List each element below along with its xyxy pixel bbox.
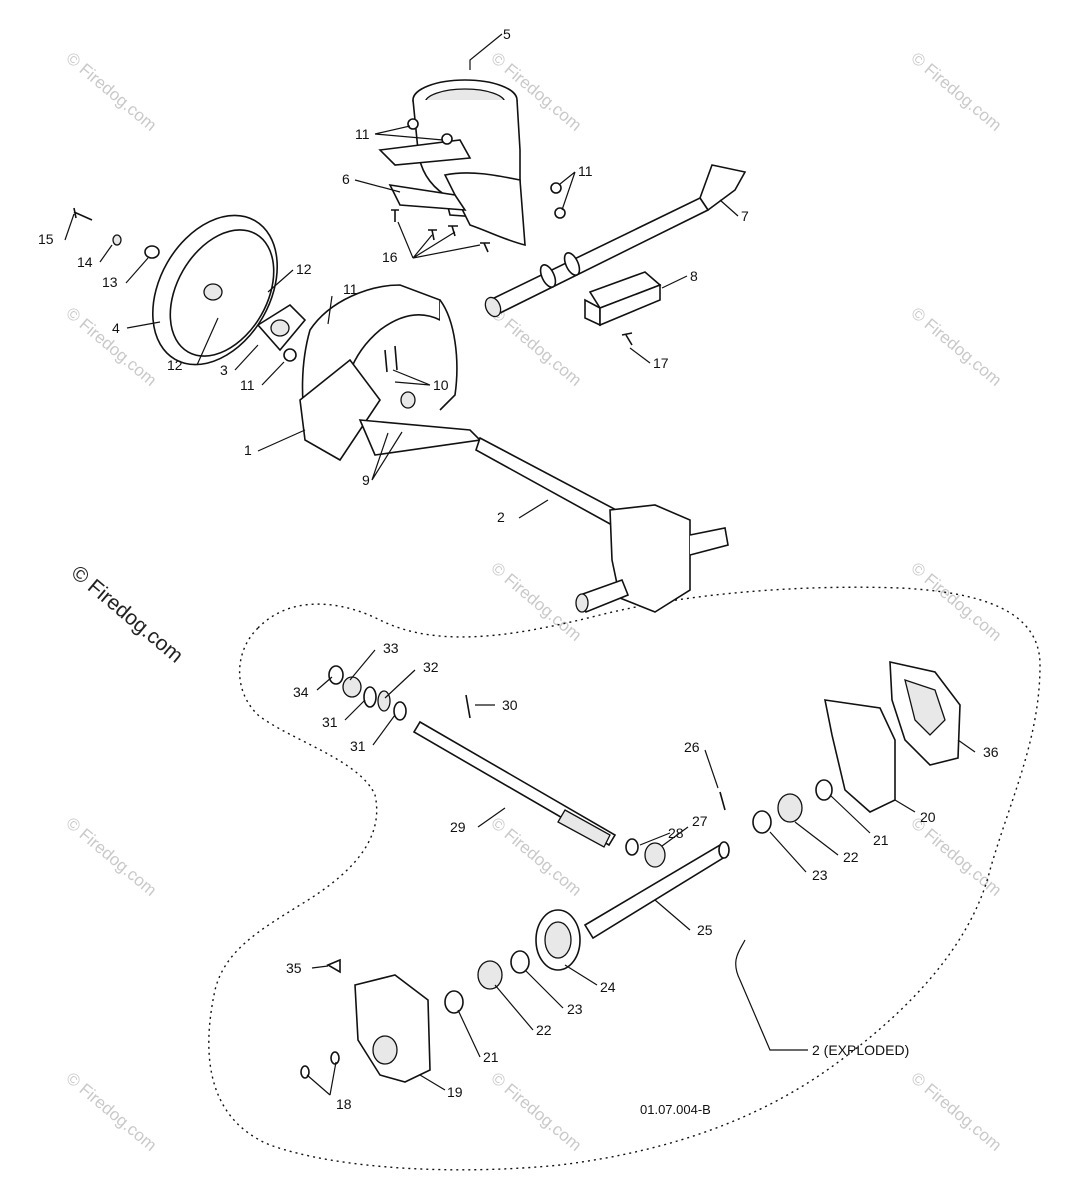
part-20-gasket	[823, 699, 896, 813]
callout-22-a: 22	[843, 849, 859, 865]
callout-19: 19	[447, 1084, 463, 1100]
watermark-tile: © Firedog.com	[62, 304, 160, 390]
part-25-output-shaft	[583, 841, 730, 940]
callout-36: 36	[983, 744, 999, 760]
part-35-screw	[326, 958, 341, 974]
part-17-screw	[621, 332, 633, 346]
callout-24: 24	[600, 979, 616, 995]
part-24-gear	[535, 909, 581, 971]
exploded-washers-31-34	[328, 665, 407, 721]
watermark-tile: © Firedog.com	[907, 49, 1005, 135]
callout-18: 18	[336, 1096, 352, 1112]
callout-30: 30	[502, 697, 518, 713]
part-30-pin	[465, 694, 471, 719]
callout-31-b: 31	[350, 738, 366, 754]
parts-21-22-23-right	[752, 779, 833, 834]
callout-33: 33	[383, 640, 399, 656]
watermark-tile: © Firedog.com	[62, 814, 160, 900]
watermark-tile: © Firedog.com	[487, 1069, 585, 1155]
callout-3: 3	[220, 362, 228, 378]
parts-21-22-23-left	[444, 950, 530, 1014]
callout-23-b: 23	[567, 1001, 583, 1017]
watermark-tile: © Firedog.com	[62, 1069, 160, 1155]
part-29-worm-shaft	[412, 720, 617, 848]
callout-15: 15	[38, 231, 54, 247]
watermark-main: © Firedog.com	[67, 561, 188, 667]
callout-21-a: 21	[873, 832, 889, 848]
part-4-pulley	[152, 214, 278, 366]
callout-21-b: 21	[483, 1049, 499, 1065]
fasteners-11-16	[391, 118, 566, 253]
callout-29: 29	[450, 819, 466, 835]
callout-22-b: 22	[536, 1022, 552, 1038]
callout-35: 35	[286, 960, 302, 976]
watermark-tile: © Firedog.com	[487, 559, 585, 645]
part-5-discharge-chute	[378, 79, 526, 247]
callout-13: 13	[102, 274, 118, 290]
callout-11-d: 11	[240, 377, 255, 393]
watermark-tile: © Firedog.com	[907, 814, 1005, 900]
watermark-layer: © Firedog.com © Firedog.com © Firedog.com ©…	[62, 49, 1005, 1155]
callout-31-a: 31	[322, 714, 338, 730]
callout-5: 5	[503, 26, 511, 42]
callout-7: 7	[741, 208, 749, 224]
callout-12-b: 12	[167, 357, 183, 373]
callout-11-b: 11	[578, 163, 593, 179]
watermark-tile: © Firedog.com	[907, 559, 1005, 645]
part-2-axle-gearbox	[475, 436, 729, 614]
part-8-bracket	[584, 271, 662, 327]
callout-1: 1	[244, 442, 252, 458]
callout-11-a: 11	[355, 126, 370, 142]
watermark-tile: © Firedog.com	[907, 1069, 1005, 1155]
callout-23-a: 23	[812, 867, 828, 883]
exploded-label: 2 (EXPLODED)	[812, 1042, 909, 1058]
callout-27: 27	[692, 813, 708, 829]
part-19-cover	[354, 974, 431, 1083]
part-1-housing	[299, 284, 482, 462]
callout-32: 32	[423, 659, 439, 675]
watermark-tile: © Firedog.com	[487, 304, 585, 390]
callout-9: 9	[362, 472, 370, 488]
part-26-key	[719, 791, 726, 811]
callout-11-c: 11	[343, 281, 358, 297]
callout-6: 6	[342, 171, 350, 187]
callout-34: 34	[293, 684, 309, 700]
drawing-code: 01.07.004-B	[640, 1102, 711, 1117]
callout-12-a: 12	[296, 261, 312, 277]
callout-25: 25	[697, 922, 713, 938]
part-36-cover	[889, 660, 961, 766]
callout-4: 4	[112, 320, 120, 336]
watermark-tile: © Firedog.com	[62, 49, 160, 135]
callout-14: 14	[77, 254, 93, 270]
callout-17: 17	[653, 355, 669, 371]
callout-20: 20	[920, 809, 936, 825]
callout-28: 28	[668, 825, 684, 841]
callout-10: 10	[433, 377, 449, 393]
parts-27-28	[625, 838, 666, 868]
callout-2: 2	[497, 509, 505, 525]
leader-lines	[64, 33, 976, 1096]
parts-13-14-15	[73, 207, 160, 259]
callout-labels: 5 11 6 11 7 15 14 13 12 16 8 4 11 3 12 1…	[38, 26, 999, 1117]
callout-16: 16	[382, 249, 398, 265]
part-7-crank-rod	[484, 164, 747, 318]
watermark-tile: © Firedog.com	[907, 304, 1005, 390]
callout-26: 26	[684, 739, 700, 755]
callout-8: 8	[690, 268, 698, 284]
